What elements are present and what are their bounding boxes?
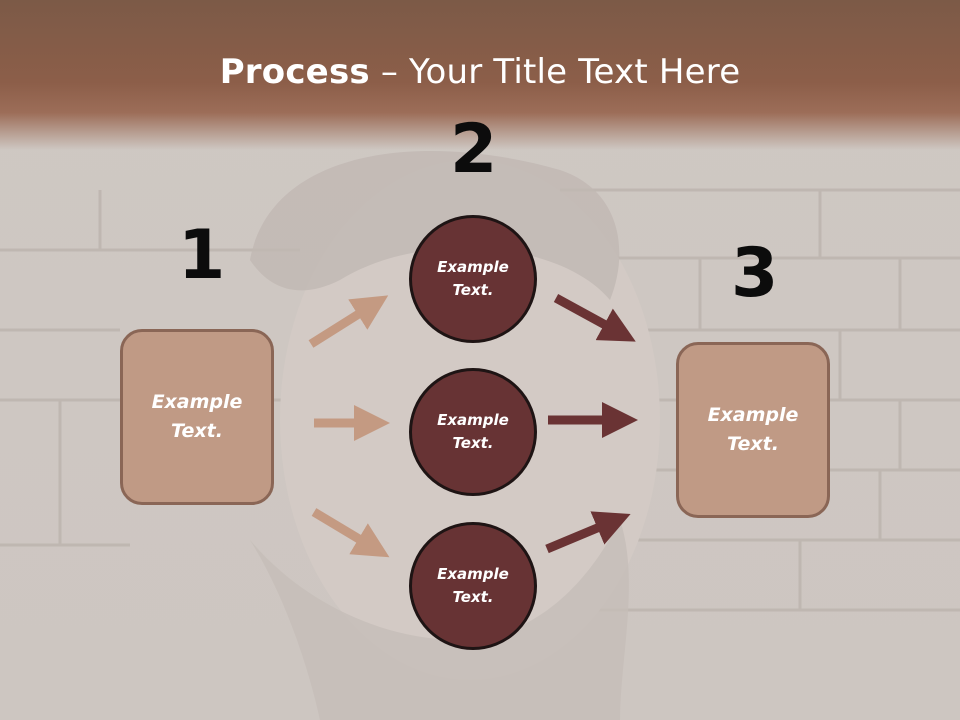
step-1-box: Example Text. xyxy=(120,329,274,505)
step-2-circle-1: Example Text. xyxy=(409,215,537,343)
step-2-circle-3: Example Text. xyxy=(409,522,537,650)
arrow-1-to-2c xyxy=(311,508,390,558)
title-rest: – Your Title Text Here xyxy=(369,52,741,92)
arrow-2a-to-3 xyxy=(553,294,636,342)
step-number-2: 2 xyxy=(450,110,498,189)
title-bar xyxy=(0,0,960,150)
step-3-text: Example Text. xyxy=(707,404,799,455)
step-2-circle-2: Example Text. xyxy=(409,368,537,496)
arrow-2c-to-3 xyxy=(545,511,631,554)
step-2-circle-1-text: Example Text. xyxy=(437,258,509,299)
step-3-box: Example Text. xyxy=(676,342,830,518)
slide-title: Process – Your Title Text Here xyxy=(0,52,960,92)
step-number-1: 1 xyxy=(178,216,226,295)
step-number-3: 3 xyxy=(731,234,779,313)
step-2-circle-2-text: Example Text. xyxy=(437,411,509,452)
arrow-1-to-2a xyxy=(308,295,389,348)
title-bold: Process xyxy=(219,52,370,92)
step-1-text: Example Text. xyxy=(151,391,243,442)
step-2-circle-3-text: Example Text. xyxy=(437,565,509,606)
